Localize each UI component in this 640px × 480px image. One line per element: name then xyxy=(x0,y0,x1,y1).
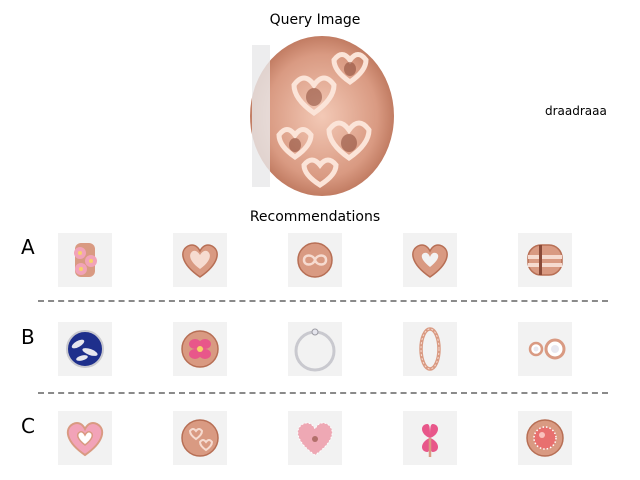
pink-halo-round-charm-icon xyxy=(518,411,572,465)
pink-enamel-flower-charm-icon xyxy=(173,322,227,376)
recommendation-a-4[interactable] xyxy=(403,233,457,287)
rose-gold-openwork-hearts-charm-icon xyxy=(234,35,396,197)
rose-gold-openwork-hearts-charm-icon xyxy=(173,411,227,465)
row-divider-2 xyxy=(38,392,608,394)
recommendation-c-2[interactable] xyxy=(173,411,227,465)
rose-gold-pave-spacer-clip-icon xyxy=(518,233,572,287)
pink-daisy-clip-charm-icon xyxy=(58,233,112,287)
pink-pave-heart-charm-icon xyxy=(288,411,342,465)
recommendation-a-5[interactable] xyxy=(518,233,572,287)
row-label-a: A xyxy=(21,235,35,259)
recommendation-b-2[interactable] xyxy=(173,322,227,376)
recommendation-b-4[interactable] xyxy=(403,322,457,376)
query-image xyxy=(234,35,396,197)
row-divider-1 xyxy=(38,300,608,302)
recommendations-title: Recommendations xyxy=(249,209,381,225)
recommendation-a-2[interactable] xyxy=(173,233,227,287)
recommendation-b-5[interactable] xyxy=(518,322,572,376)
rose-gold-pave-heart-charm-icon xyxy=(173,233,227,287)
pink-clover-leaf-charm-icon xyxy=(403,411,457,465)
rose-gold-infinity-openwork-charm-icon xyxy=(288,233,342,287)
query-image-title: Query Image xyxy=(269,12,361,28)
recommendation-a-1[interactable] xyxy=(58,233,112,287)
recommendation-c-1[interactable] xyxy=(58,411,112,465)
row-label-b: B xyxy=(21,325,35,349)
user-label: draadraaa xyxy=(545,104,607,118)
recommendation-c-4[interactable] xyxy=(403,411,457,465)
recommendation-a-3[interactable] xyxy=(288,233,342,287)
recommendation-c-3[interactable] xyxy=(288,411,342,465)
recommendation-c-5[interactable] xyxy=(518,411,572,465)
silver-bangle-bracelet-icon xyxy=(288,322,342,376)
recommendation-b-1[interactable] xyxy=(58,322,112,376)
rose-gold-open-heart-charm-icon xyxy=(403,233,457,287)
row-label-c: C xyxy=(21,414,35,438)
pink-pave-open-heart-charm-icon xyxy=(58,411,112,465)
rose-gold-stud-earrings-icon xyxy=(518,322,572,376)
rose-gold-pave-ring-icon xyxy=(403,322,457,376)
recommendation-b-3[interactable] xyxy=(288,322,342,376)
blue-enamel-leaf-charm-icon xyxy=(58,322,112,376)
